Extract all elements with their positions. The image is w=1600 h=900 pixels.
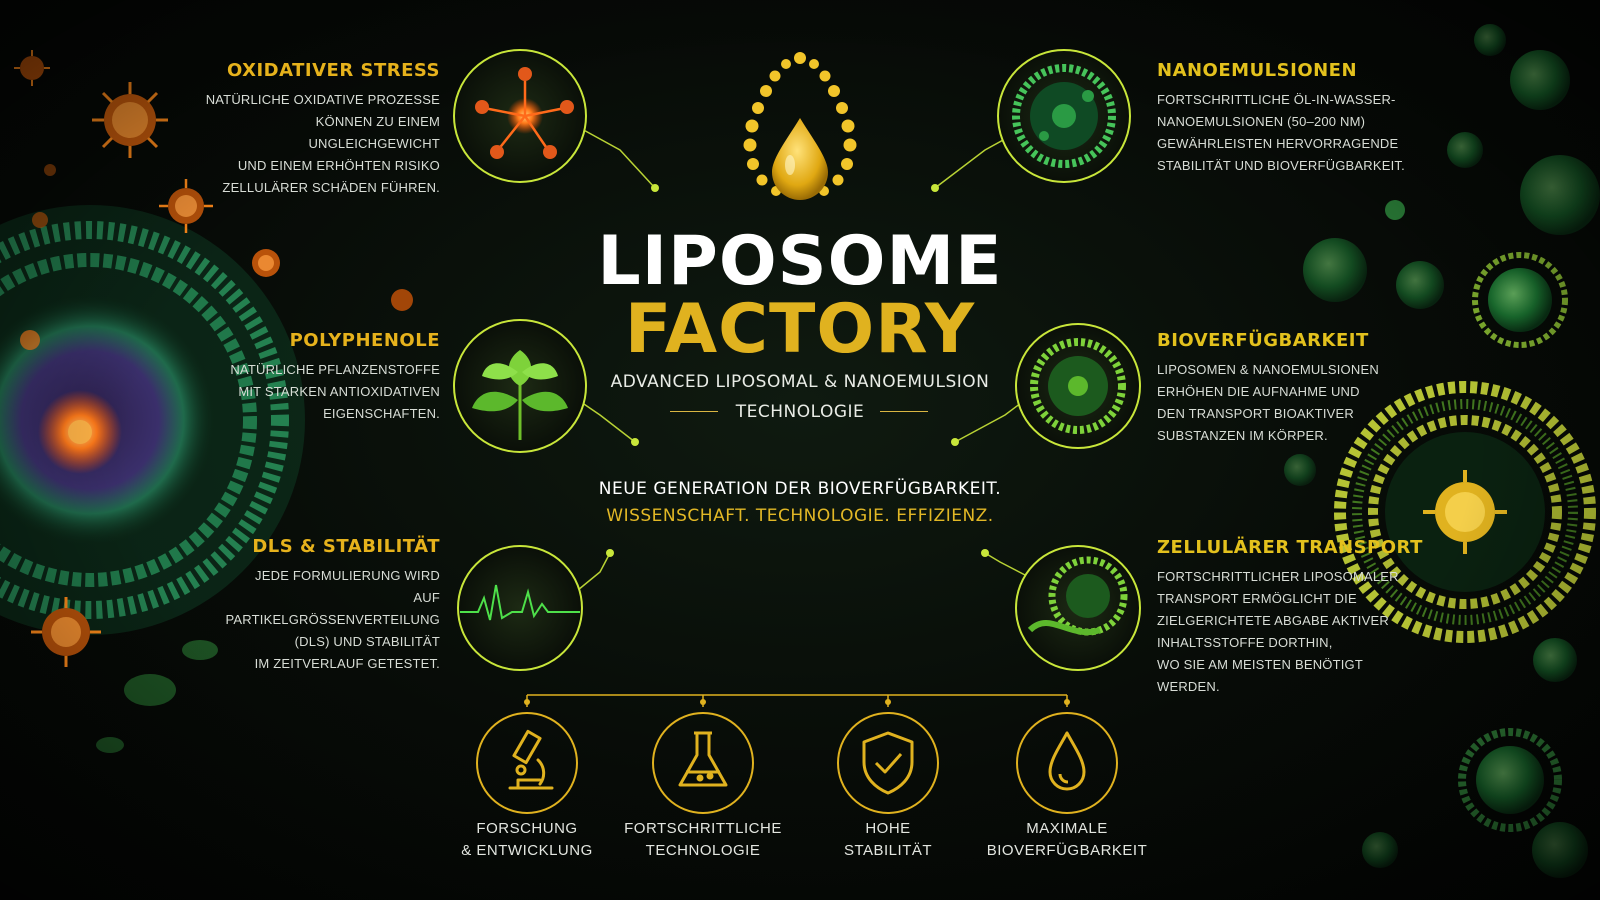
feature-oxidativer-stress: OXIDATIVER STRESS NATÜRLICHE OXIDATIVE P… <box>200 60 440 199</box>
feature-title: BIOVERFÜGBARKEIT <box>1157 330 1369 351</box>
feature-text-line: (DLS) UND STABILITÄT <box>294 634 440 649</box>
bottom-item-line2: STABILITÄT <box>843 842 933 859</box>
feature-text-line: LIPOSOMEN & NANOEMULSIONEN <box>1157 362 1379 377</box>
feature-text-line: SUBSTANZEN IM KÖRPER. <box>1157 428 1328 443</box>
feature-text-line: FORTSCHRITTLICHER LIPOSOMALER <box>1157 569 1399 584</box>
bottom-icon-circles <box>476 712 1118 814</box>
feature-title: OXIDATIVER STRESS <box>226 60 440 81</box>
circle-oxidative-stress <box>453 49 587 183</box>
bottom-item-line2: & ENTWICKLUNG <box>461 842 593 859</box>
feature-text-line: ERHÖHEN DIE AUFNAHME UND <box>1157 384 1360 399</box>
subtitle-line2: TECHNOLOGIE <box>735 402 865 422</box>
bottom-item-line2: BIOVERFÜGBARKEIT <box>986 842 1148 859</box>
tagline-line2: WISSENSCHAFT. TECHNOLOGIE. EFFIZIENZ. <box>606 506 994 526</box>
flask-icon <box>678 731 728 787</box>
bottom-item-line1: FORSCHUNG <box>476 820 578 837</box>
feature-text-line: UND EINEM ERHÖHTEN RISIKO <box>237 158 440 173</box>
feature-text-line: WERDEN. <box>1157 679 1220 694</box>
feature-zellulaerer-transport: ZELLULÄRER TRANSPORT FORTSCHRITTLICHER L… <box>1157 537 1427 698</box>
bottom-item-line2: TECHNOLOGIE <box>645 842 761 859</box>
circle-nanoemulsionen <box>997 49 1131 183</box>
subtitle-divider-right <box>880 411 928 412</box>
feature-polyphenole: POLYPHENOLE NATÜRLICHE PFLANZENSTOFFE MI… <box>200 330 440 425</box>
feature-text-line: MIT STARKEN ANTIOXIDATIVEN <box>238 384 440 399</box>
feature-text-line: EIGENSCHAFTEN. <box>323 406 440 421</box>
droplet-icon <box>1048 731 1086 791</box>
feature-text-line: NANOEMULSIONEN (50–200 NM) <box>1157 114 1366 129</box>
bottom-item-line1: HOHE <box>865 820 911 837</box>
feature-text-line: IM ZEITVERLAUF GETESTET. <box>254 656 440 671</box>
feature-text-line: ZIELGERICHTETE ABGABE AKTIVER <box>1157 613 1389 628</box>
shield-check-icon <box>862 731 914 795</box>
brand-title-line2: FACTORY <box>624 290 976 369</box>
feature-title: DLS & STABILITÄT <box>252 536 440 557</box>
tagline-line1: NEUE GENERATION DER BIOVERFÜGBARKEIT. <box>598 479 1002 499</box>
bottom-item-bioverfuegbarkeit: MAXIMALE BIOVERFÜGBARKEIT <box>977 818 1157 862</box>
bottom-item-forschung: FORSCHUNG & ENTWICKLUNG <box>437 818 617 862</box>
feature-text-line: NATÜRLICHE OXIDATIVE PROZESSE <box>205 92 440 107</box>
feature-title: POLYPHENOLE <box>289 330 440 351</box>
feature-text-line: STABILITÄT UND BIOVERFÜGBARKEIT. <box>1157 158 1405 173</box>
feature-title: NANOEMULSIONEN <box>1157 60 1358 81</box>
subtitle-line1: ADVANCED LIPOSOMAL & NANOEMULSION <box>610 372 990 392</box>
feature-text-line: FORTSCHRITTLICHE ÖL-IN-WASSER- <box>1157 92 1396 107</box>
bottom-item-stabilitaet: HOHE STABILITÄT <box>798 818 978 862</box>
feature-title: ZELLULÄRER TRANSPORT <box>1157 537 1423 558</box>
microscope-icon <box>508 729 554 790</box>
feature-text-line: INHALTSSTOFFE DORTHIN, <box>1157 635 1333 650</box>
bottom-item-technologie: FORTSCHRITTLICHE TECHNOLOGIE <box>613 818 793 862</box>
bottom-item-line1: FORTSCHRITTLICHE <box>624 820 782 837</box>
circle-bioverfuegbarkeit <box>1015 323 1141 449</box>
feature-text-line: ZELLULÄRER SCHÄDEN FÜHREN. <box>222 180 440 195</box>
circle-zellulaerer-transport <box>1015 545 1141 671</box>
feature-text-line: JEDE FORMULIERUNG WIRD <box>255 568 440 583</box>
brand-title-line1: LIPOSOME <box>597 222 1003 301</box>
connector-dots <box>606 184 989 557</box>
feature-text-line: WO SIE AM MEISTEN BENÖTIGT <box>1157 657 1363 672</box>
feature-text-line: NATÜRLICHE PFLANZENSTOFFE <box>230 362 440 377</box>
feature-text-line: DEN TRANSPORT BIOAKTIVER <box>1157 406 1354 421</box>
bottom-item-line1: MAXIMALE <box>1026 820 1108 837</box>
feature-bioverfuegbarkeit: BIOVERFÜGBARKEIT LIPOSOMEN & NANOEMULSIO… <box>1157 330 1417 447</box>
circle-polyphenole <box>453 319 587 453</box>
droplet-logo <box>743 52 857 200</box>
subtitle-divider-left <box>670 411 718 412</box>
feature-text-line: AUF PARTIKELGRÖSSENVERTEILUNG <box>225 590 440 627</box>
feature-text-line: TRANSPORT ERMÖGLICHT DIE <box>1157 591 1357 606</box>
feature-text-line: KÖNNEN ZU EINEM UNGLEICHGEWICHT <box>308 114 440 151</box>
circle-dls-stability <box>457 545 583 671</box>
feature-nanoemulsionen: NANOEMULSIONEN FORTSCHRITTLICHE ÖL-IN-WA… <box>1157 60 1417 177</box>
feature-dls-stabilitaet: DLS & STABILITÄT JEDE FORMULIERUNG WIRD … <box>200 536 440 675</box>
feature-text-line: GEWÄHRLEISTEN HERVORRAGENDE <box>1157 136 1399 151</box>
